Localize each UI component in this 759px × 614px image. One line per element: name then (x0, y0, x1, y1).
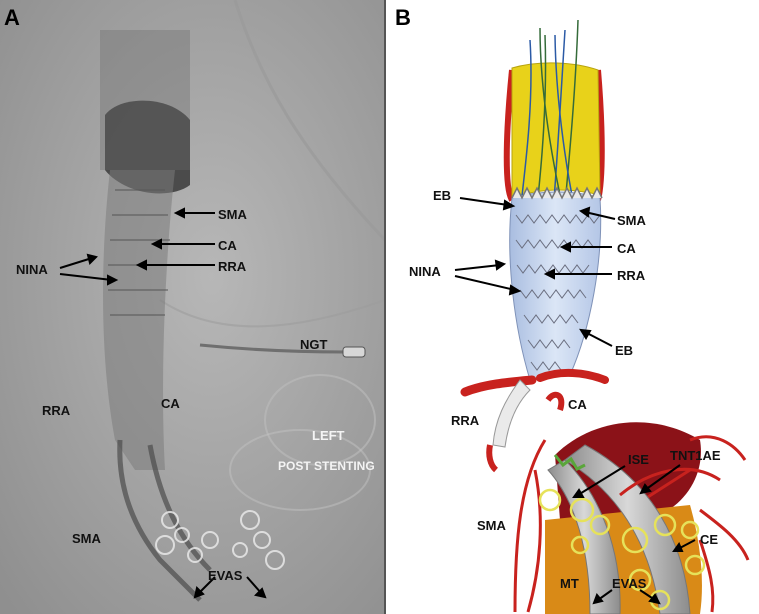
label-ngt: NGT (300, 337, 328, 352)
aortic-wall-left (503, 69, 515, 202)
label-nina: NINA (16, 262, 48, 277)
label-sma-low: SMA (477, 518, 507, 533)
branch-vessels (513, 439, 750, 613)
renal-artery-left (460, 375, 537, 397)
illustration-arrows (454, 197, 696, 605)
label-tnt1ae: TNT1AE (670, 448, 721, 463)
label-ise: ISE (628, 452, 649, 467)
label-rra-top: RRA (617, 268, 646, 283)
panel-letter-b: B (395, 5, 411, 30)
celiac-artery (536, 368, 609, 384)
label-ca-low: CA (161, 396, 180, 411)
rra-vessel (486, 444, 499, 473)
label-ca-top: CA (617, 241, 636, 256)
panel-letter-a: A (4, 5, 20, 30)
label-left: LEFT (312, 428, 345, 443)
label-sma: SMA (617, 213, 647, 228)
xray-arrows (59, 207, 267, 599)
panel-a-xray: A SMA CA RRA NINA NGT RRA CA LEFT POST S… (0, 0, 387, 614)
label-ce: CE (700, 532, 718, 547)
ise-endograft (553, 454, 586, 471)
xray-contour (159, 299, 386, 328)
label-rra-top: RRA (218, 259, 247, 274)
coil-rings (538, 488, 706, 611)
label-post-stenting: POST STENTING (278, 459, 375, 473)
xray-contour (233, 0, 387, 242)
xray-ng-tube (199, 343, 346, 354)
xray-background (0, 0, 385, 614)
label-mt: MT (560, 576, 579, 591)
panel-b-illustration: B (386, 0, 759, 614)
label-eb-mid: EB (615, 343, 633, 358)
xray-ng-tip (342, 346, 366, 358)
label-sma-top: SMA (218, 207, 248, 222)
label-rra-low: RRA (42, 403, 71, 418)
label-ca-low: CA (568, 397, 587, 412)
label-nina: NINA (409, 264, 441, 279)
sac-vessel (689, 435, 747, 461)
xray-coils (155, 510, 285, 570)
rra-limb (492, 379, 531, 448)
label-ca-top: CA (218, 238, 237, 253)
stent-crown (511, 186, 603, 200)
xray-bowel-shadow (264, 374, 376, 466)
label-rra-low: RRA (451, 413, 480, 428)
label-sma-low: SMA (72, 531, 102, 546)
label-evas-xray: EVAS (208, 568, 243, 583)
label-eb-top: EB (433, 188, 451, 203)
xray-aorta-shadow (100, 30, 190, 170)
celiac-branch (545, 391, 565, 411)
xray-bowel-shadow (229, 429, 371, 511)
label-evas-illustration: EVAS (612, 576, 647, 591)
